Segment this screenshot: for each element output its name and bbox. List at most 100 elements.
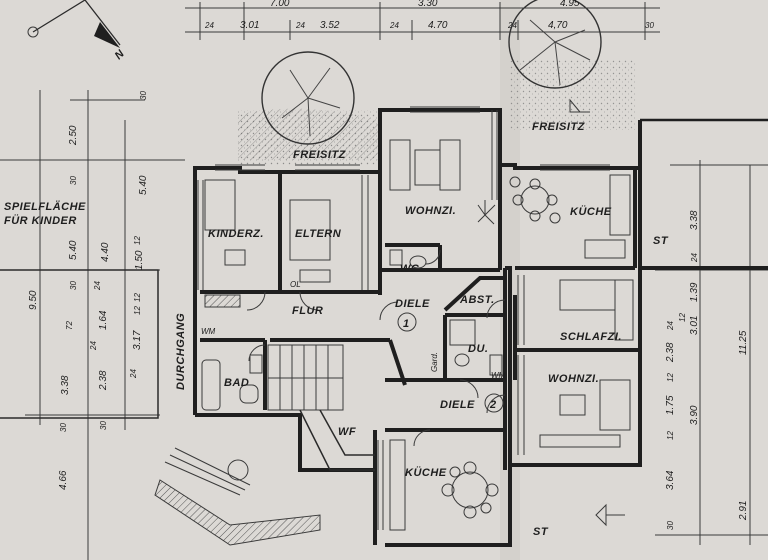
room-label-eltern: ELTERN <box>295 228 342 240</box>
dim-left3-3: 24 <box>129 369 138 379</box>
room-label-bad: BAD <box>224 377 249 389</box>
north-arrow <box>27 0 121 48</box>
tree-left-branches <box>281 67 341 137</box>
room-label-wc: WC <box>400 263 420 275</box>
dim-left-6: 9.50 <box>28 290 39 310</box>
dim-top-1: 3.01 <box>240 20 259 31</box>
entry-canopy <box>299 409 375 471</box>
room-label-durchgang: DURCHGANG <box>175 313 187 390</box>
room-label-kueche-lower: KÜCHE <box>405 466 447 479</box>
tree-right-branches <box>519 19 591 86</box>
dim-left3-1: 3.17 <box>132 330 143 350</box>
dim-left-3: 30 <box>69 281 78 290</box>
dim-left2-5: 24 <box>93 281 102 291</box>
dim-left3-5: 3.38 <box>60 375 71 395</box>
room-label-schlafzi: SCHLAFZI. <box>560 331 622 343</box>
dim-top-3: 3.52 <box>320 20 340 31</box>
dim-left2-2: 1.50 <box>134 250 145 270</box>
dim-right2-0: 11.25 <box>738 330 749 355</box>
dim-right-0: 3.38 <box>689 210 700 230</box>
door-arcs <box>246 249 506 447</box>
dim-right-5: 24 <box>666 321 675 331</box>
room-label-kueche-upper: KÜCHE <box>570 205 612 218</box>
dim-right-6: 2.38 <box>665 342 676 363</box>
dim-right-4: 3.01 <box>689 316 700 335</box>
dim-left-1: 30 <box>69 176 78 185</box>
dim-top-b: 3.30 <box>418 0 438 9</box>
dim-left3-2: 24 <box>89 341 98 351</box>
room-label-freisitz-left: FREISITZ <box>293 149 347 161</box>
dim-top-2: 24 <box>295 21 305 30</box>
dim-right-10: 3.64 <box>665 470 676 490</box>
dim-left3-4: 12 <box>133 306 142 315</box>
dim-left3-6: 4.66 <box>58 470 69 490</box>
windows <box>197 106 610 530</box>
room-label-wohnzi-upper: WOHNZI. <box>405 205 456 217</box>
dim-right-2: 1.39 <box>689 282 700 302</box>
room-label-wm-1: WM <box>201 327 216 336</box>
dim-right2-2: 2.91 <box>738 501 749 521</box>
room-label-wf: WF <box>338 426 356 438</box>
room-label-st-bottom: ST <box>533 526 549 538</box>
furniture <box>201 139 634 531</box>
dim-left-7: 30 <box>59 423 68 432</box>
dim-top-6: 24 <box>507 21 517 30</box>
dim-left-0: 2.50 <box>68 125 79 146</box>
dim-top-8: 30 <box>645 21 654 30</box>
tree-left <box>261 51 355 145</box>
level-arrows <box>569 98 625 527</box>
staircase <box>267 344 344 411</box>
tree-right <box>508 0 602 89</box>
dim-left2-6: 2.38 <box>98 370 109 391</box>
hatched-terrace <box>238 108 378 160</box>
dim-right-8: 1.75 <box>665 395 676 415</box>
dim-top-5: 4.70 <box>428 20 448 31</box>
dim-right-7: 12 <box>666 373 675 382</box>
spielflaeche-label-1: SPIELFLÄCHE <box>4 200 86 213</box>
garden-bed-sketch <box>154 447 321 546</box>
dim-left2-1: 12 <box>133 236 142 245</box>
room-label-kinderz: KINDERZ. <box>208 228 264 240</box>
building-walls <box>193 108 642 547</box>
spielflaeche-outline <box>0 269 159 419</box>
room-label-diele-2-number: 2 <box>489 399 497 411</box>
room-label-ol: OL <box>290 280 301 289</box>
dim-top-7: 4,70 <box>548 20 568 31</box>
room-label-diele-1: DIELE <box>395 298 430 310</box>
room-label-diele-2: DIELE <box>440 399 475 411</box>
dim-right-11: 30 <box>666 521 675 530</box>
room-label-st-right: ST <box>653 235 669 247</box>
room-label-flur: FLUR <box>292 305 323 317</box>
room-label-wm-2: WM <box>491 371 506 380</box>
dim-top-c: 4.95 <box>560 0 580 9</box>
plant-wohnzi <box>477 200 496 225</box>
dim-right-1: 24 <box>690 253 699 263</box>
dim-left-5: 30 <box>139 91 148 100</box>
diele-2-marker <box>484 393 504 413</box>
dim-left-2: 5.40 <box>68 240 79 260</box>
abst-wall <box>443 276 505 312</box>
room-label-freisitz-right: FREISITZ <box>532 121 586 133</box>
room-label-garderobe: Gard. <box>430 352 439 372</box>
dim-left3-0: 72 <box>65 321 74 330</box>
room-label-du: DU. <box>468 343 488 355</box>
room-label-diele-1-number: 1 <box>403 318 410 330</box>
dim-left2-0: 4.40 <box>100 242 111 262</box>
room-label-abst: ABST. <box>459 294 495 306</box>
dim-top-0: 24 <box>204 21 214 30</box>
dim-right-9: 12 <box>666 431 675 440</box>
dim-left2-7: 30 <box>99 421 108 430</box>
left-dimension-lines <box>0 90 185 560</box>
top-dimension-lines <box>185 2 660 40</box>
dim-left2-4: 1.64 <box>98 310 109 330</box>
room-label-wohnzi-lower: WOHNZI. <box>548 373 599 385</box>
dim-top-a: 7.00 <box>270 0 290 9</box>
dim-right-3: 12 <box>678 313 687 322</box>
dim-left-4: 5.40 <box>138 175 149 195</box>
diele-1-marker <box>397 312 417 332</box>
spielflaeche-label-2: FÜR KINDER <box>4 214 77 227</box>
dim-right2-1: 3.90 <box>689 405 700 425</box>
freisitz-right-area <box>510 60 635 130</box>
